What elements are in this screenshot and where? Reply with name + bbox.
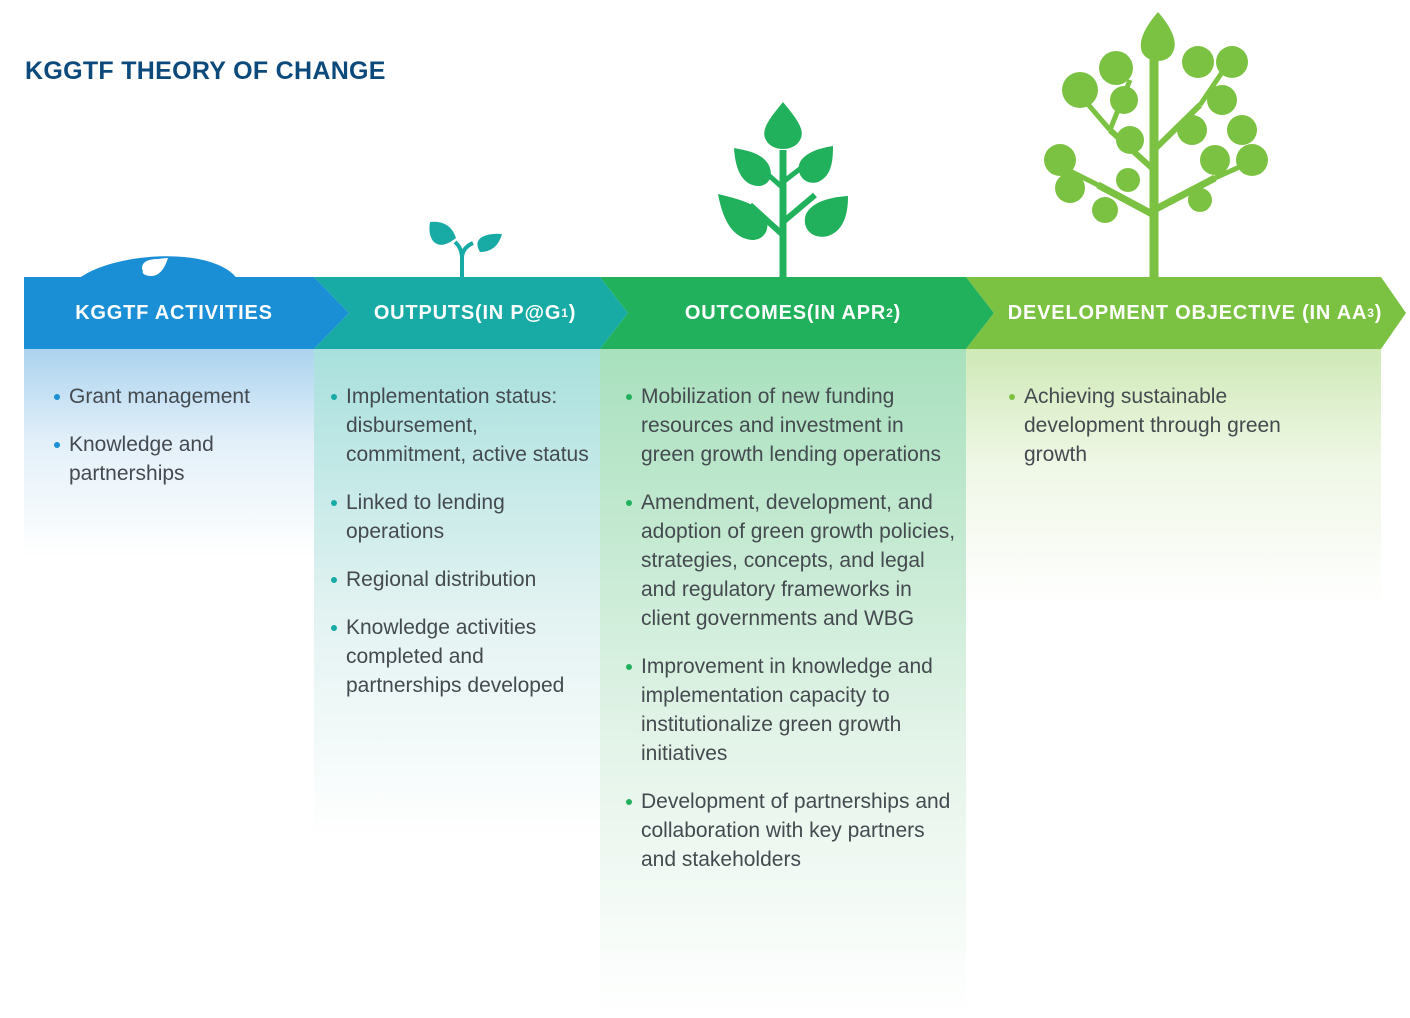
bullet-icon xyxy=(54,394,60,400)
stage-2-header xyxy=(314,277,628,349)
list-item-text: Knowledge and partnerships xyxy=(69,433,214,485)
list-item-text: Improvement in knowledge and implementat… xyxy=(641,655,933,765)
list-item-text: Achieving sustainable development throug… xyxy=(1024,385,1281,466)
stage-1-header xyxy=(24,277,349,349)
bullet-icon xyxy=(626,799,632,805)
bullet-icon xyxy=(626,500,632,506)
stage-3-body: Mobilization of new funding resources an… xyxy=(600,348,966,1018)
list-item: Implementation status: disbursement, com… xyxy=(328,382,593,469)
bullet-icon xyxy=(331,500,337,506)
list-item: Improvement in knowledge and implementat… xyxy=(623,652,958,768)
stage-3-header xyxy=(600,277,994,349)
list-item-text: Development of partnerships and collabor… xyxy=(641,790,951,871)
stage-2-list: Implementation status: disbursement, com… xyxy=(328,382,593,700)
list-item: Linked to lending operations xyxy=(328,488,593,546)
page-title: KGGTF THEORY OF CHANGE xyxy=(25,57,386,85)
list-item: Knowledge and partnerships xyxy=(51,430,301,488)
list-item: Mobilization of new funding resources an… xyxy=(623,382,958,469)
bullet-icon xyxy=(626,664,632,670)
list-item: Achieving sustainable development throug… xyxy=(1006,382,1296,469)
stage-3-list: Mobilization of new funding resources an… xyxy=(623,382,958,874)
list-item: Amendment, development, and adoption of … xyxy=(623,488,958,633)
stage-4-list: Achieving sustainable development throug… xyxy=(1006,382,1296,469)
bullet-icon xyxy=(331,394,337,400)
bullet-icon xyxy=(1009,394,1015,400)
bullet-icon xyxy=(331,577,337,583)
list-item-text: Grant management xyxy=(69,385,250,408)
bullet-icon xyxy=(54,442,60,448)
stage-4-body: Achieving sustainable development throug… xyxy=(966,348,1381,608)
list-item-text: Regional distribution xyxy=(346,568,537,591)
bullet-icon xyxy=(626,394,632,400)
list-item-text: Mobilization of new funding resources an… xyxy=(641,385,942,466)
tree-icon xyxy=(1044,12,1268,277)
list-item-text: Linked to lending operations xyxy=(346,491,505,543)
stage-2-body: Implementation status: disbursement, com… xyxy=(314,348,600,838)
list-item-text: Implementation status: disbursement, com… xyxy=(346,385,589,466)
list-item: Knowledge activities completed and partn… xyxy=(328,613,593,700)
list-item: Development of partnerships and collabor… xyxy=(623,787,958,874)
stage-1-title: KGGTF ACTIVITIES xyxy=(75,301,273,324)
bullet-icon xyxy=(331,625,337,631)
plant-icon xyxy=(718,102,848,277)
list-item: Regional distribution xyxy=(328,565,593,594)
list-item-text: Knowledge activities completed and partn… xyxy=(346,616,565,697)
stage-4-header xyxy=(966,277,1406,349)
sprout-icon xyxy=(429,221,502,277)
list-item-text: Amendment, development, and adoption of … xyxy=(641,491,956,630)
diagram-graphics xyxy=(24,12,1406,349)
list-item: Grant management xyxy=(51,382,301,411)
droplet-icon xyxy=(77,256,238,280)
